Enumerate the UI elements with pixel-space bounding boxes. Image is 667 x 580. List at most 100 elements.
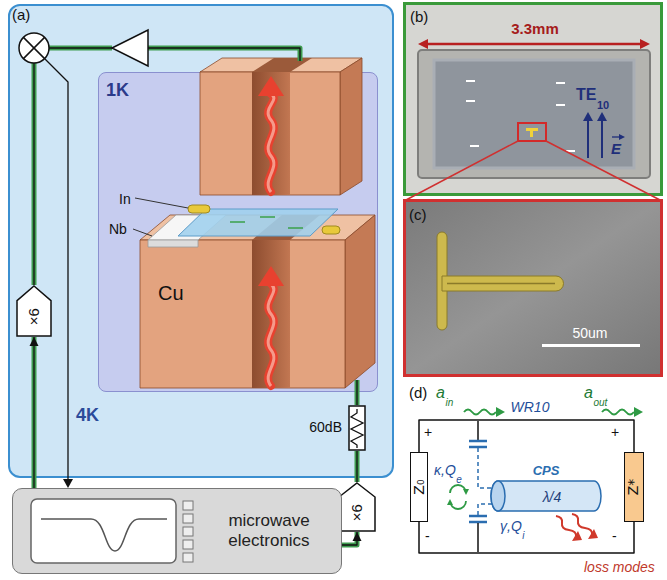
button-icon	[183, 553, 193, 562]
radiation-arrow	[268, 284, 274, 386]
dimension-arrow	[426, 43, 642, 46]
figure-label-holder: +	[611, 423, 619, 441]
figure-label: i	[522, 530, 524, 542]
chip-photo	[556, 82, 565, 84]
wave-arrow	[634, 407, 643, 417]
stage-1k-label: 1K	[106, 80, 129, 101]
figure-label: a	[436, 384, 445, 402]
zoom-line	[546, 141, 660, 200]
niobium-plate	[148, 240, 198, 247]
figure-label-holder: In	[119, 190, 131, 208]
coupling-capacitor	[477, 421, 479, 440]
figure-label: CPS	[533, 464, 560, 479]
copper-cavity	[200, 72, 340, 195]
chip-photo	[518, 123, 546, 141]
field-arrow	[597, 112, 607, 121]
radiation-arrow	[268, 94, 274, 192]
radiation-arrow	[258, 76, 284, 386]
figure-label: loss modes	[584, 559, 655, 575]
source-impedance: Z₀	[410, 452, 428, 522]
coax-connector	[357, 392, 358, 405]
coupling-capacitor	[477, 523, 479, 552]
coupling-capacitor	[469, 446, 487, 449]
coax-connector	[30, 337, 39, 488]
figure-label-holder: Nb	[109, 220, 127, 238]
coupling-capacitor	[469, 440, 487, 443]
screen-icon	[31, 499, 176, 563]
figure-label: E	[611, 140, 621, 157]
figure-label-holder: a	[584, 384, 593, 402]
attenuator-label-holder: 60dB	[309, 418, 342, 436]
figure-label: out	[593, 397, 607, 409]
waveguide-rail	[419, 420, 634, 452]
figure-label: γ,Q	[500, 518, 522, 534]
loss-arrow	[572, 514, 592, 535]
coupling-capacitor	[478, 504, 492, 515]
screen-icon	[41, 519, 167, 551]
coupling-capacitor	[469, 521, 487, 524]
copper-cavity	[252, 72, 290, 195]
attenuator-symbol	[351, 409, 363, 448]
field-arrow	[583, 112, 625, 158]
copper-cavity	[200, 58, 362, 72]
dimension-arrow	[418, 39, 650, 49]
loss-arrow	[572, 531, 582, 541]
attenuator-label: 60dB	[309, 419, 342, 435]
mixer-symbol	[19, 33, 49, 63]
figure-label-holder: +	[424, 423, 432, 441]
figure-label-holder: WR10	[511, 398, 550, 416]
figure-label-holder: 50um	[572, 324, 607, 342]
indium-contact	[188, 205, 210, 213]
coax-connector	[356, 451, 357, 482]
coupling-capacitor	[469, 515, 487, 518]
frequency-multiplier: ×6	[338, 482, 376, 532]
figure-label-holder: out	[593, 392, 607, 410]
chip-photo	[470, 145, 479, 147]
attenuator-symbol	[347, 405, 367, 451]
copper-cavity	[140, 58, 375, 388]
leader-line	[133, 198, 188, 236]
button-icon	[183, 514, 193, 523]
figure-label: (c)	[409, 206, 427, 223]
figure-label: e	[456, 474, 462, 486]
figure-label-holder: Cu	[158, 282, 184, 305]
sem-image	[447, 283, 555, 285]
chip-photo	[466, 100, 475, 102]
wave-arrow	[464, 407, 643, 417]
sapphire-chip	[230, 221, 245, 223]
waveguide-rail	[419, 420, 634, 452]
coax-connector	[33, 337, 34, 488]
chip-photo	[556, 104, 565, 106]
figure-label-holder: loss modes	[584, 558, 655, 576]
figure-label-holder: a	[436, 384, 445, 402]
cps-resonator	[491, 481, 601, 511]
figure-label: Nb	[109, 221, 127, 237]
figure-label: -	[612, 528, 617, 544]
coax-connector	[356, 392, 357, 405]
field-arrow	[619, 134, 625, 140]
mixer-symbol	[23, 37, 44, 58]
loss-arrow	[588, 529, 598, 539]
wave-arrow	[496, 407, 505, 417]
leader-line	[133, 229, 152, 236]
wave-arrow	[602, 410, 634, 415]
figure-label-holder: (a)	[12, 6, 30, 24]
frequency-multiplier-label-holder: ×6	[348, 504, 365, 522]
field-arrow	[583, 112, 593, 121]
coax-wire	[34, 48, 357, 480]
coax-wire	[49, 46, 112, 51]
coax-connector	[355, 451, 360, 482]
chip-photo	[405, 4, 662, 195]
field-arrow	[587, 120, 589, 158]
coax-wire	[148, 48, 300, 61]
radiation-arrow	[258, 76, 284, 96]
stage-4k-label: 4K	[76, 405, 99, 426]
figure-label: 3.3mm	[511, 20, 559, 37]
button-icon	[183, 527, 193, 536]
figure-label-holder: (b)	[410, 8, 428, 26]
waveguide-rail	[419, 522, 634, 553]
frequency-multiplier: ×6	[16, 285, 52, 337]
frequency-multiplier-label: ×6	[25, 308, 42, 325]
electronics-box: microwave electronics	[12, 488, 342, 574]
